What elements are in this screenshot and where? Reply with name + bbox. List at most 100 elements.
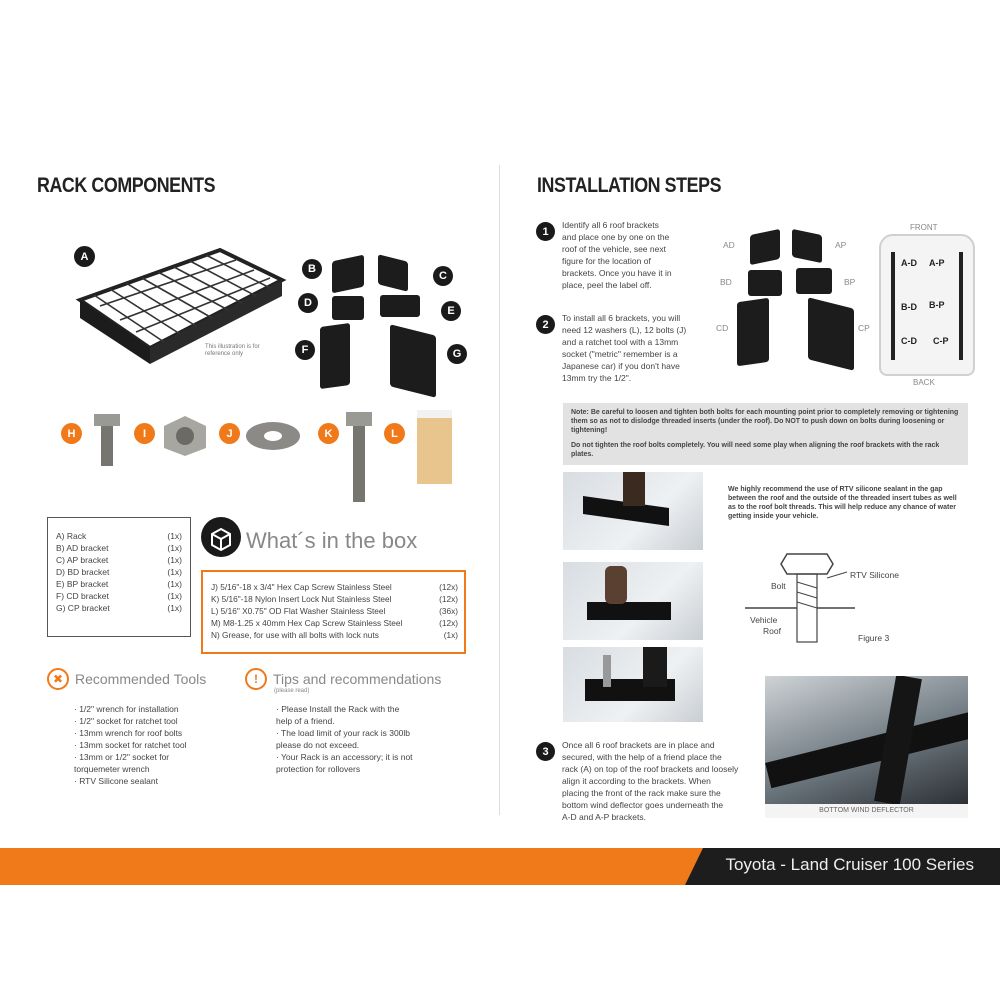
step-1-line: place, peel the label off. — [562, 280, 652, 290]
diagram-ap: A-P — [929, 258, 945, 268]
step-3-line: align it according to the brackets. When — [562, 776, 711, 786]
warning-note-box: Note: Be careful to loosen and tighten b… — [563, 403, 968, 465]
label-e: E — [441, 301, 461, 321]
tip-item: please do not exceed. — [276, 740, 360, 750]
box-item-row: L) 5/16" X0.75" OD Flat Washer Stainless… — [211, 605, 458, 617]
grease-packet-image — [417, 410, 452, 484]
component-row: C) AP bracket(1x) — [56, 554, 182, 566]
label-j: J — [219, 423, 240, 444]
box-item-row-label: K) 5/16"-18 Nylon Insert Lock Nut Stainl… — [211, 594, 392, 604]
step-3-line: secured, with the help of a friend place… — [562, 752, 722, 762]
step-3-text: Once all 6 roof brackets are in place an… — [562, 739, 757, 823]
component-row-label: G) CP bracket — [56, 603, 110, 613]
diagram-cd: C-D — [901, 336, 917, 346]
component-row-label: C) AP bracket — [56, 555, 109, 565]
tip-item: protection for rollovers — [276, 764, 361, 774]
label-k: K — [318, 423, 339, 444]
tool-item: · 13mm socket for ratchet tool — [74, 740, 187, 750]
component-row-label: A) Rack — [56, 531, 87, 541]
component-row: F) CD bracket(1x) — [56, 590, 182, 602]
box-item-row-qty: (12x) — [439, 582, 458, 592]
step-1-line: roof of the vehicle, see next — [562, 244, 666, 254]
tool-item: · 13mm wrench for roof bolts — [74, 728, 183, 738]
bracket-ad-image — [750, 228, 780, 266]
tip-item: · Please Install the Rack with the — [276, 704, 400, 714]
box-item-row-qty: (12x) — [439, 618, 458, 628]
bracket-c — [378, 254, 408, 292]
component-row-qty: (1x) — [167, 567, 182, 577]
step-3-line: rack (A) on top of the roof brackets and… — [562, 764, 739, 774]
bracket-b — [332, 254, 364, 294]
pos-label-ad: AD — [723, 240, 735, 250]
component-row: E) BP bracket(1x) — [56, 578, 182, 590]
bracket-cd-image — [737, 297, 769, 367]
page-divider — [499, 165, 500, 815]
label-h: H — [61, 423, 82, 444]
rack-illustration: RoofRack — [75, 247, 287, 364]
step-1-line: brackets. Once you have it in — [562, 268, 672, 278]
component-row: G) CP bracket (1x) — [56, 602, 182, 614]
bracket-photo-3 — [563, 647, 703, 722]
diagram-bp: B-P — [929, 300, 945, 310]
pos-label-bp: BP — [844, 277, 856, 287]
component-row: B) AD bracket (1x) — [56, 542, 182, 554]
short-bolt-image — [94, 414, 120, 466]
step-1-number: 1 — [536, 222, 555, 241]
bracket-ap-image — [792, 228, 822, 264]
step-2-line: need 12 washers (L), 12 bolts (J) — [562, 325, 687, 335]
label-i: I — [134, 423, 155, 444]
component-row-label: E) BP bracket — [56, 579, 109, 589]
figure-vehicle-label: Vehicle — [750, 615, 778, 625]
diagram-bd: B-D — [901, 302, 917, 312]
recommended-tools-title: Recommended Tools — [75, 671, 207, 687]
tips-subtitle: (please read) — [274, 688, 310, 694]
pos-label-cd: CD — [716, 323, 729, 333]
warning-icon: ! — [245, 668, 267, 690]
pos-label-ap: AP — [835, 240, 847, 250]
step-2-line: socket ("metric" remember is a — [562, 349, 678, 359]
box-contents-list: J) 5/16"-18 x 3/4" Hex Cap Screw Stainle… — [211, 581, 458, 641]
box-item-row: J) 5/16"-18 x 3/4" Hex Cap Screw Stainle… — [211, 581, 458, 593]
component-row-qty: (1x) — [167, 543, 182, 553]
step-1-line: figure for the location of — [562, 256, 651, 266]
label-l: L — [384, 423, 405, 444]
figure-rtv-label: RTV Silicone — [850, 570, 899, 580]
diagram-back-label: BACK — [913, 378, 935, 387]
step-2-number: 2 — [536, 315, 555, 334]
step-3-line: placing the front of the rack make sure … — [562, 788, 721, 798]
bracket-e — [380, 295, 420, 317]
box-icon — [201, 517, 241, 557]
label-d: D — [298, 293, 318, 313]
rack-components-title: RACK COMPONENTS — [37, 174, 216, 197]
components-list-box: A) Rack(1x)B) AD bracket(1x)C) AP bracke… — [47, 517, 191, 637]
bracket-cp-image — [808, 297, 854, 371]
figure-3-caption: Figure 3 — [858, 633, 890, 643]
component-row-label: B) AD bracket — [56, 543, 109, 553]
step-1-line: Identify all 6 roof brackets — [562, 220, 659, 230]
component-row-label: F) CD bracket — [56, 591, 109, 601]
component-row-qty: (1x) — [167, 603, 182, 613]
tip-item: · Your Rack is an accessory; it is not — [276, 752, 413, 762]
note-loosen: Note: Be careful to loosen and tighten b… — [571, 409, 959, 434]
pos-label-bd: BD — [720, 277, 732, 287]
note-do-not-tighten: Do not tighten the roof bolts completely… — [571, 442, 940, 458]
label-a: A — [74, 246, 95, 267]
rack-reference-note: This illustration is for reference only — [205, 344, 260, 357]
footer-vehicle-title: Toyota - Land Cruiser 100 Series — [725, 855, 974, 874]
label-b: B — [302, 259, 322, 279]
step-3-line: bottom wind deflector goes underneath th… — [562, 800, 724, 810]
bracket-d — [332, 296, 364, 320]
diagram-front-label: FRONT — [910, 223, 938, 232]
washer-image — [246, 422, 300, 450]
box-item-row: M) M8-1.25 x 40mm Hex Cap Screw Stainles… — [211, 617, 458, 629]
component-row: D) BD bracket(1x) — [56, 566, 182, 578]
tools-icon: ✖ — [47, 668, 69, 690]
installation-steps-title: INSTALLATION STEPS — [537, 174, 722, 197]
components-list: A) Rack(1x)B) AD bracket(1x)C) AP bracke… — [56, 530, 182, 614]
footer-dark-band — [685, 848, 1000, 885]
bracket-photo-1 — [563, 472, 703, 550]
tool-item: · 13mm or 1/2" socket for — [74, 752, 170, 762]
figure-bolt-label: Bolt — [771, 581, 786, 591]
